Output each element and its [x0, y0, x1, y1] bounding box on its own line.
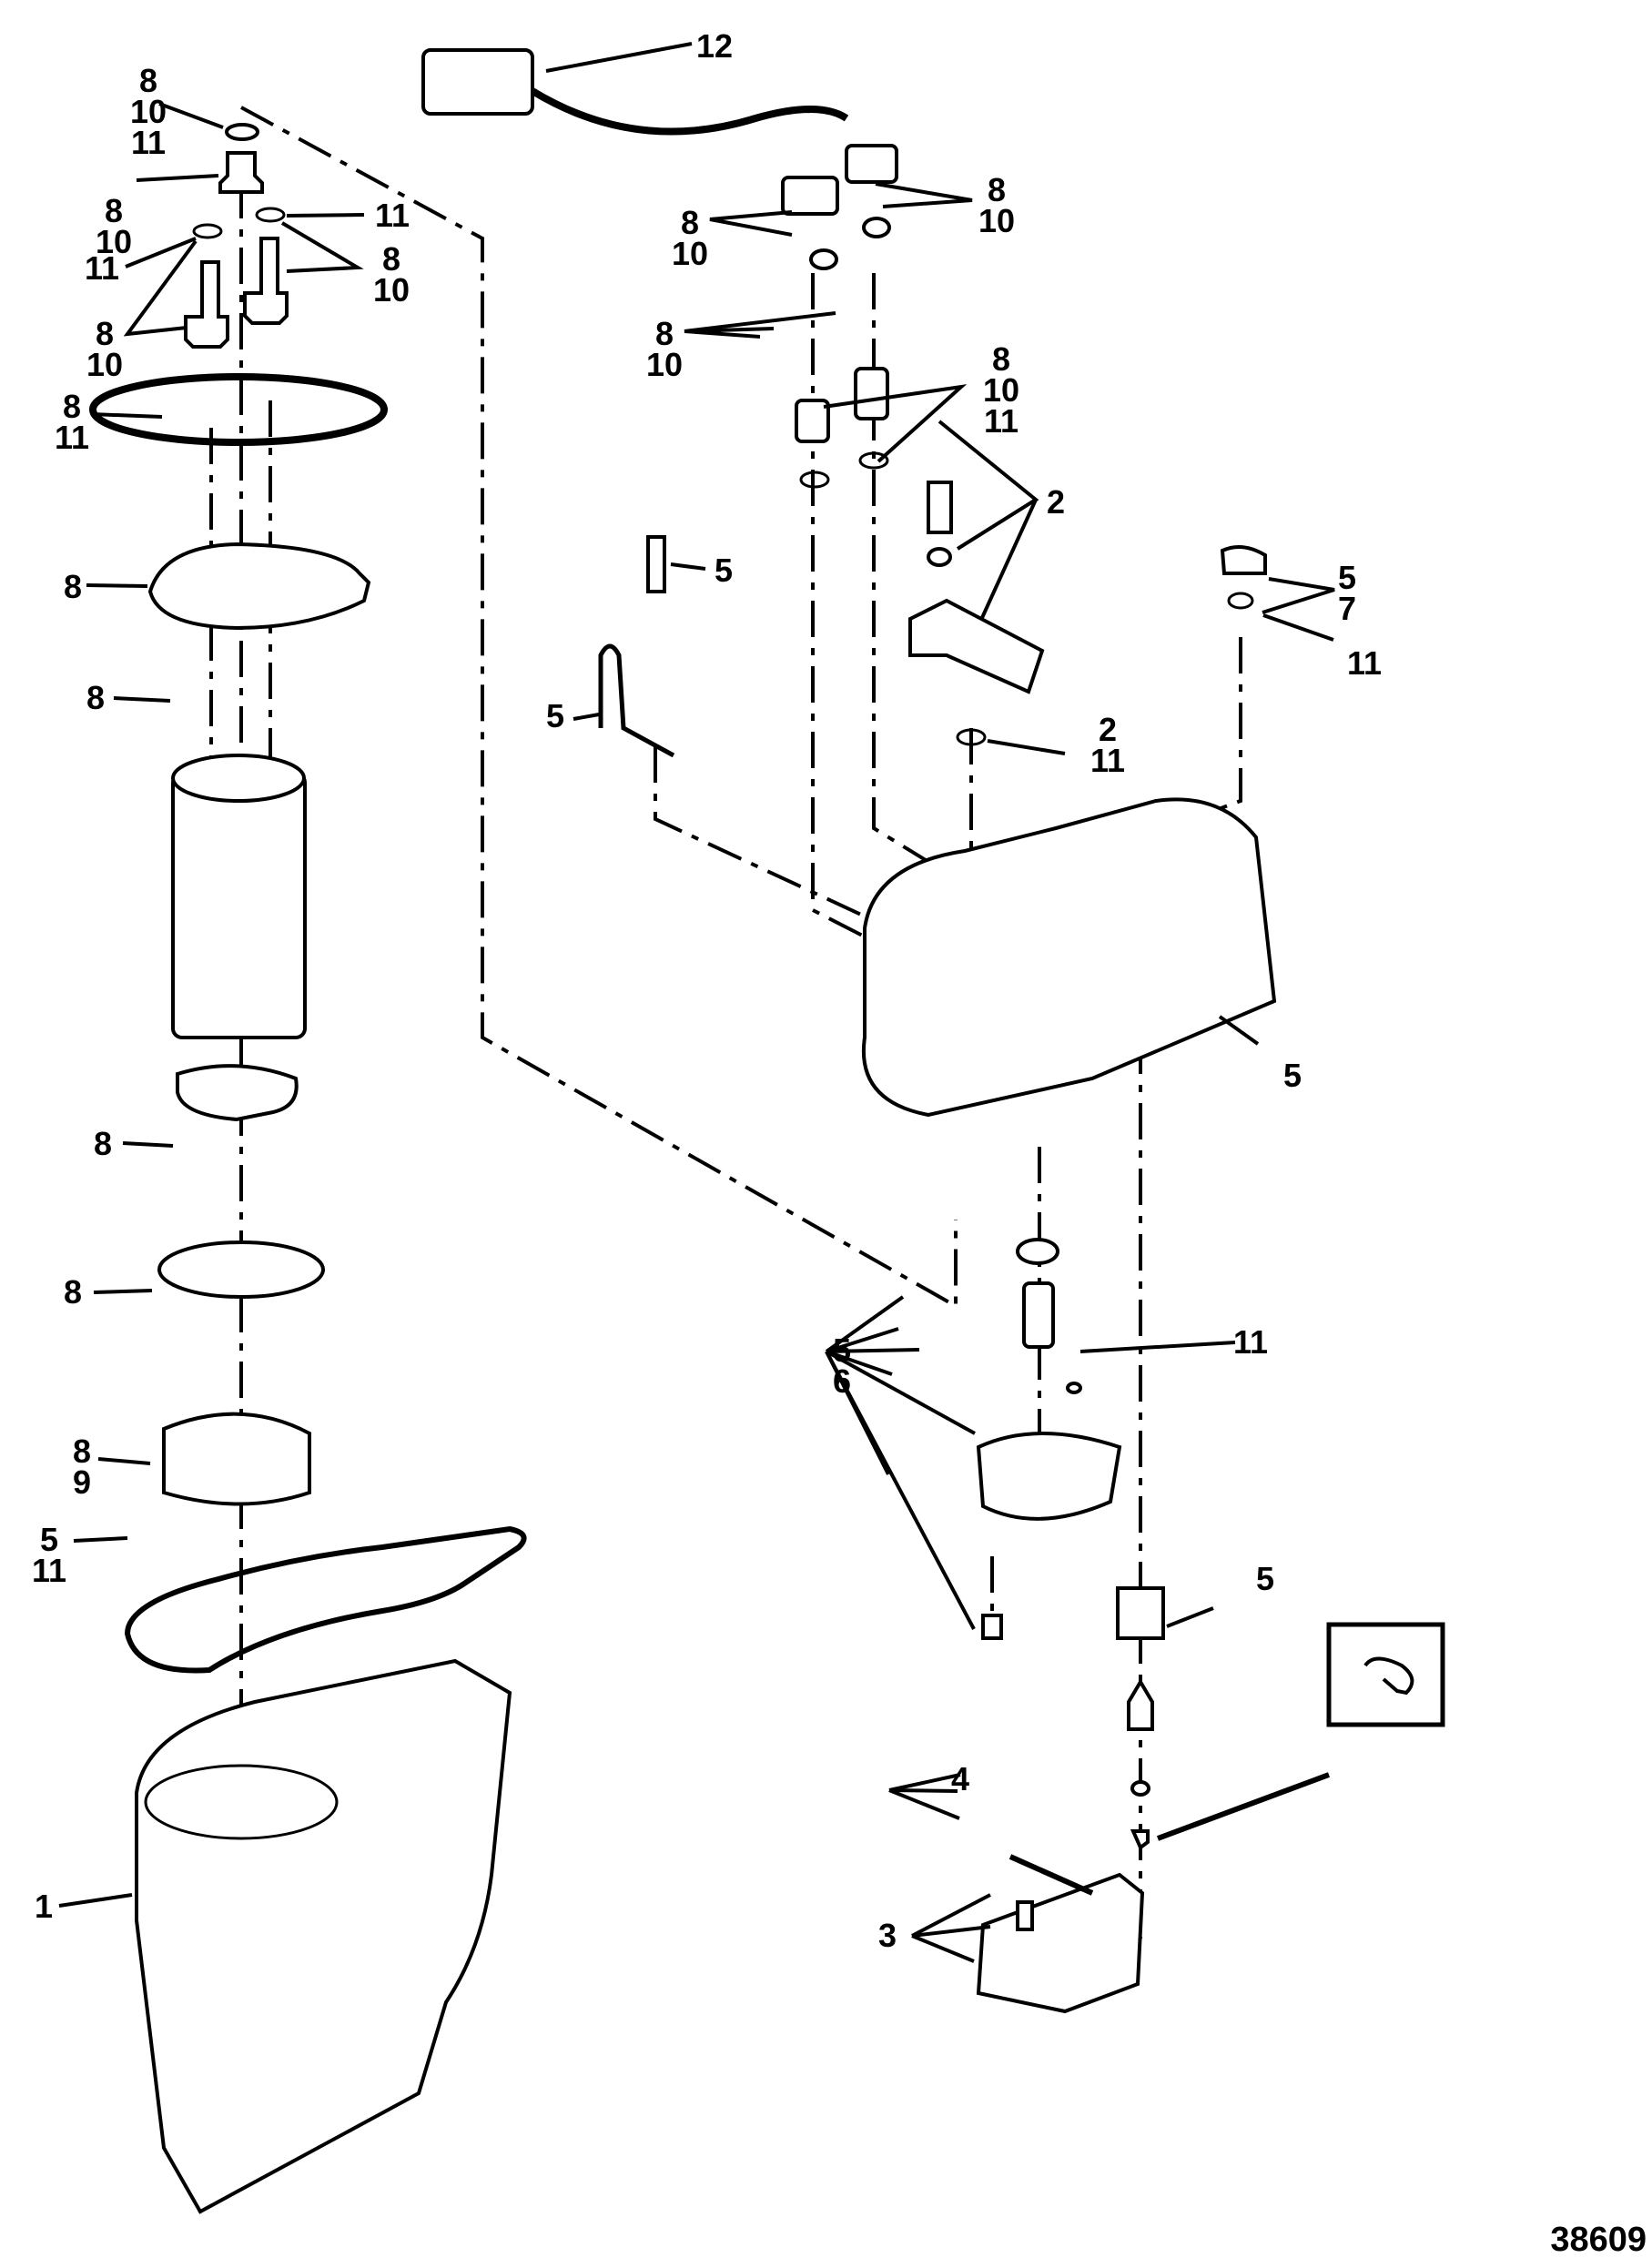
sensor-right-upper: [845, 144, 898, 184]
small-plug: [1066, 1382, 1082, 1394]
fuel-bowl-opening: [144, 1764, 339, 1840]
drain-plug: [1220, 545, 1267, 575]
fuel-pump-body: [171, 772, 307, 1039]
diaphragm: [1016, 1238, 1059, 1265]
harness-wire: [530, 87, 849, 136]
callout-label: 4: [951, 1760, 970, 1797]
o-ring-sensor-left: [799, 471, 830, 489]
harness-connector: [421, 48, 534, 116]
needle-valve: [1127, 1678, 1154, 1731]
callout-label: 11: [85, 249, 120, 287]
callout-label: 8: [86, 679, 106, 716]
figure-number: 38609: [1550, 2221, 1647, 2259]
fuel-pump-top: [171, 754, 306, 803]
stud-left: [184, 260, 229, 349]
pump-cover-plate: [147, 542, 371, 631]
callout-label: 8: [94, 1125, 113, 1162]
o-ring-large: [89, 373, 388, 446]
callout-label: 8: [64, 1273, 83, 1311]
sensor-right-lower: [854, 367, 889, 420]
pump-retainer-ring: [157, 1240, 325, 1299]
o-ring-small-right: [255, 207, 286, 223]
o-ring-plug: [1227, 592, 1254, 610]
inset-leader: [1156, 1772, 1331, 1841]
callout-label: 5: [546, 697, 565, 734]
stud-right: [243, 237, 289, 325]
screw-fitting: [927, 481, 953, 534]
nut-right: [862, 217, 891, 238]
callout-label: 5: [715, 552, 734, 589]
callout-label: 8: [64, 568, 83, 605]
callout-label: 11: [1347, 644, 1383, 682]
screw-bracket: [646, 535, 666, 593]
callout-label: 3: [878, 1917, 897, 1954]
float-pin: [1008, 1854, 1094, 1896]
inset-detail-box: [1326, 1622, 1445, 1727]
needle-washer: [1130, 1780, 1150, 1797]
o-ring-sensor-right: [858, 451, 889, 470]
inset-clip-drawing: [1363, 1656, 1414, 1696]
nut-left: [809, 248, 838, 270]
sensor-left-upper: [781, 176, 839, 216]
callout-label: 1: [35, 1888, 54, 1925]
assembly-path-sensor-left: [811, 273, 920, 967]
float-sleeve: [1116, 1586, 1165, 1640]
callout-label: 2: [1047, 483, 1066, 521]
screw-float: [1016, 1900, 1034, 1931]
fitting-top: [218, 151, 264, 194]
callout-label: 11: [375, 197, 410, 234]
screw-valve: [981, 1614, 1003, 1640]
float: [976, 1872, 1145, 2014]
callout-label: 5: [1283, 1057, 1302, 1094]
wire-bracket: [598, 643, 675, 758]
assembly-path-bracket: [654, 746, 911, 939]
fitting-elbow: [908, 598, 1045, 694]
pump-spacer: [176, 1064, 299, 1122]
assembly-path-sensor-right: [872, 273, 994, 903]
o-ring-small-left: [192, 223, 223, 239]
o-ring-fitting: [956, 728, 987, 746]
assembly-path-frame: [240, 106, 958, 1310]
washer-fitting: [927, 547, 952, 567]
assembly-path-plug: [1019, 637, 1242, 885]
fuel-filter: [162, 1412, 311, 1506]
callout-label: 5: [1256, 1560, 1275, 1597]
sensor-left-lower: [795, 399, 830, 443]
gasket: [124, 1525, 527, 1674]
callout-label: 12: [696, 27, 734, 65]
vapor-separator-housing: [861, 797, 1277, 1118]
o-ring-top: [225, 123, 259, 141]
needle-clip: [1130, 1829, 1150, 1851]
callout-label: 11: [1233, 1323, 1269, 1361]
spring: [1022, 1281, 1055, 1349]
leader-lines: [58, 42, 1335, 1963]
valve-cover: [976, 1432, 1122, 1521]
fuel-bowl: [135, 1658, 512, 2214]
